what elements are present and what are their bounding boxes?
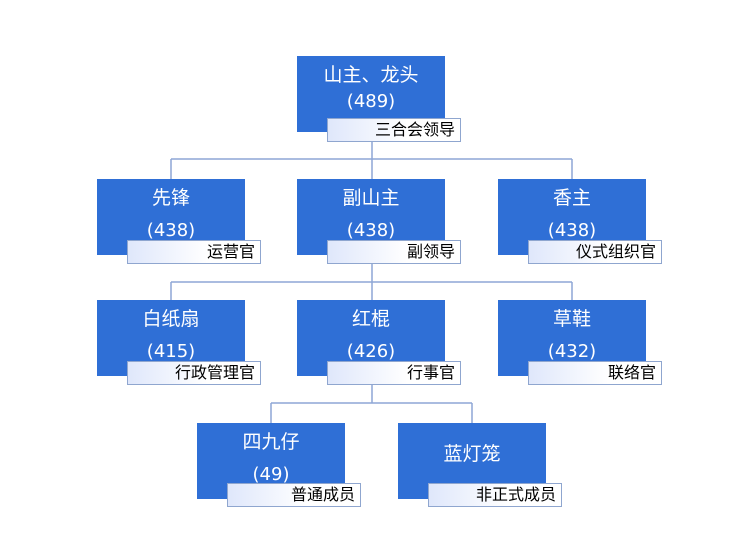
node-title: 香主 [552,187,591,209]
role-label-deputy: 副领导 [327,240,461,264]
connector-deputy-level3 [170,255,573,300]
node-count: (49) [252,464,290,485]
node-title: 山主、龙头 [323,64,419,86]
node-count: (489) [346,91,396,112]
node-count: (432) [547,341,597,362]
node-count: (438) [146,220,196,241]
node-title: 先锋 [151,187,190,209]
role-label-root: 三合会领导 [327,118,461,142]
role-label-vanguard: 运营官 [127,240,261,264]
node-title: 蓝灯笼 [443,443,501,465]
role-label-blue-lantern: 非正式成员 [428,483,562,507]
role-label-white-paper-fan: 行政管理官 [127,361,261,385]
node-count: (415) [146,341,196,362]
role-label-forty-nine: 普通成员 [227,483,361,507]
node-count: (438) [346,220,396,241]
node-title: 白纸扇 [142,308,200,330]
role-label-incense-master: 仪式组织官 [528,240,662,264]
node-title: 副山主 [342,187,400,209]
node-title: 红棍 [351,308,390,330]
role-label-red-pole: 行事官 [327,361,461,385]
node-title: 四九仔 [242,431,300,453]
connector-redpole-level4 [270,377,473,423]
connector-root-level2 [170,132,573,179]
node-count: (426) [346,341,396,362]
node-count: (438) [547,220,597,241]
role-label-straw-sandal: 联络官 [528,361,662,385]
node-title: 草鞋 [552,308,591,330]
